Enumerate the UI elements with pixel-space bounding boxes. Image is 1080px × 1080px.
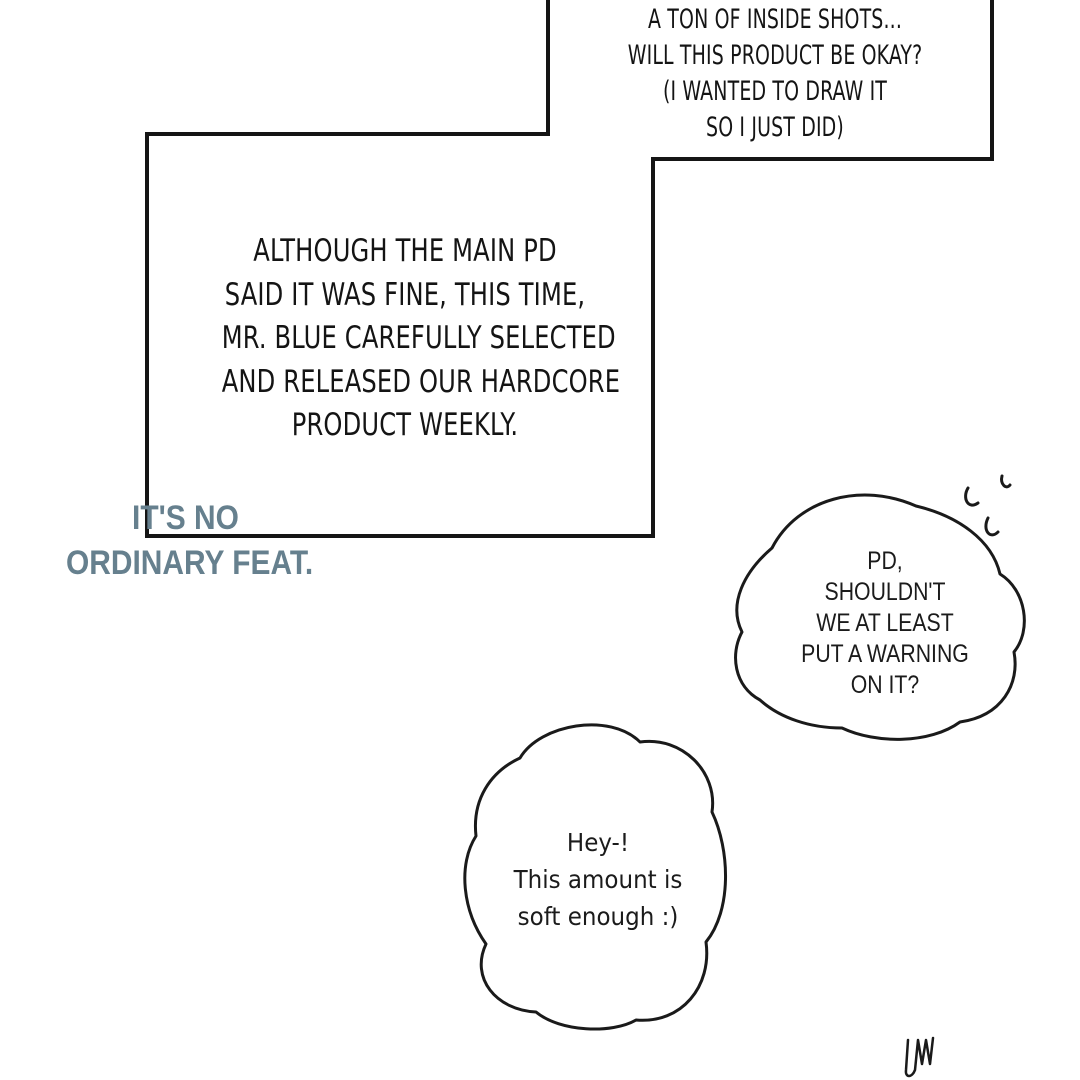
sfx-text-line: ORDINARY FEAT. xyxy=(66,544,314,582)
caption-top-line: WILL THIS PRODUCT BE OKAY? xyxy=(627,40,923,71)
caption-main: ALTHOUGH THE MAIN PD SAID IT WAS FINE, T… xyxy=(221,230,621,448)
bubble-line: PD, xyxy=(867,547,903,575)
bubble-line: PUT A WARNING xyxy=(801,640,969,668)
sweat-drops-icon xyxy=(964,474,1012,537)
caption-main-line: PRODUCT WEEKLY. xyxy=(291,407,519,443)
thought-bubble-pd-outline xyxy=(734,493,1026,741)
signature-icon xyxy=(904,1036,935,1078)
caption-main-line: ALTHOUGH THE MAIN PD xyxy=(253,233,557,269)
bubble-line: soft enough :) xyxy=(517,902,679,931)
bubble-line: This amount is xyxy=(513,865,683,894)
bubble-line: ON IT? xyxy=(850,671,920,699)
thought-bubble-pd-text: PD, SHOULDN'T WE AT LEAST PUT A WARNING … xyxy=(779,546,992,701)
caption-main-line: AND RELEASED OUR HARDCORE xyxy=(221,363,621,400)
caption-main-line: SAID IT WAS FINE, THIS TIME, xyxy=(224,276,586,313)
sfx-text-line: IT'S NO xyxy=(132,499,239,537)
thought-bubble-hey-outline xyxy=(463,723,727,1031)
bubble-line: WE AT LEAST xyxy=(816,609,954,637)
caption-top: A TON OF INSIDE SHOTS... WILL THIS PRODU… xyxy=(619,2,931,146)
caption-top-line: A TON OF INSIDE SHOTS... xyxy=(647,4,902,35)
caption-box-outline xyxy=(145,0,994,538)
bubble-line: SHOULDN'T xyxy=(824,578,946,606)
caption-top-line: SO I JUST DID) xyxy=(706,112,844,143)
caption-main-line: MR. BLUE CAREFULLY SELECTED xyxy=(221,320,616,356)
bubble-line: Hey-! xyxy=(566,828,630,857)
caption-top-line: (I WANTED TO DRAW IT xyxy=(662,76,888,107)
thought-bubble-hey-text: Hey-! This amount is soft enough :) xyxy=(489,824,706,935)
